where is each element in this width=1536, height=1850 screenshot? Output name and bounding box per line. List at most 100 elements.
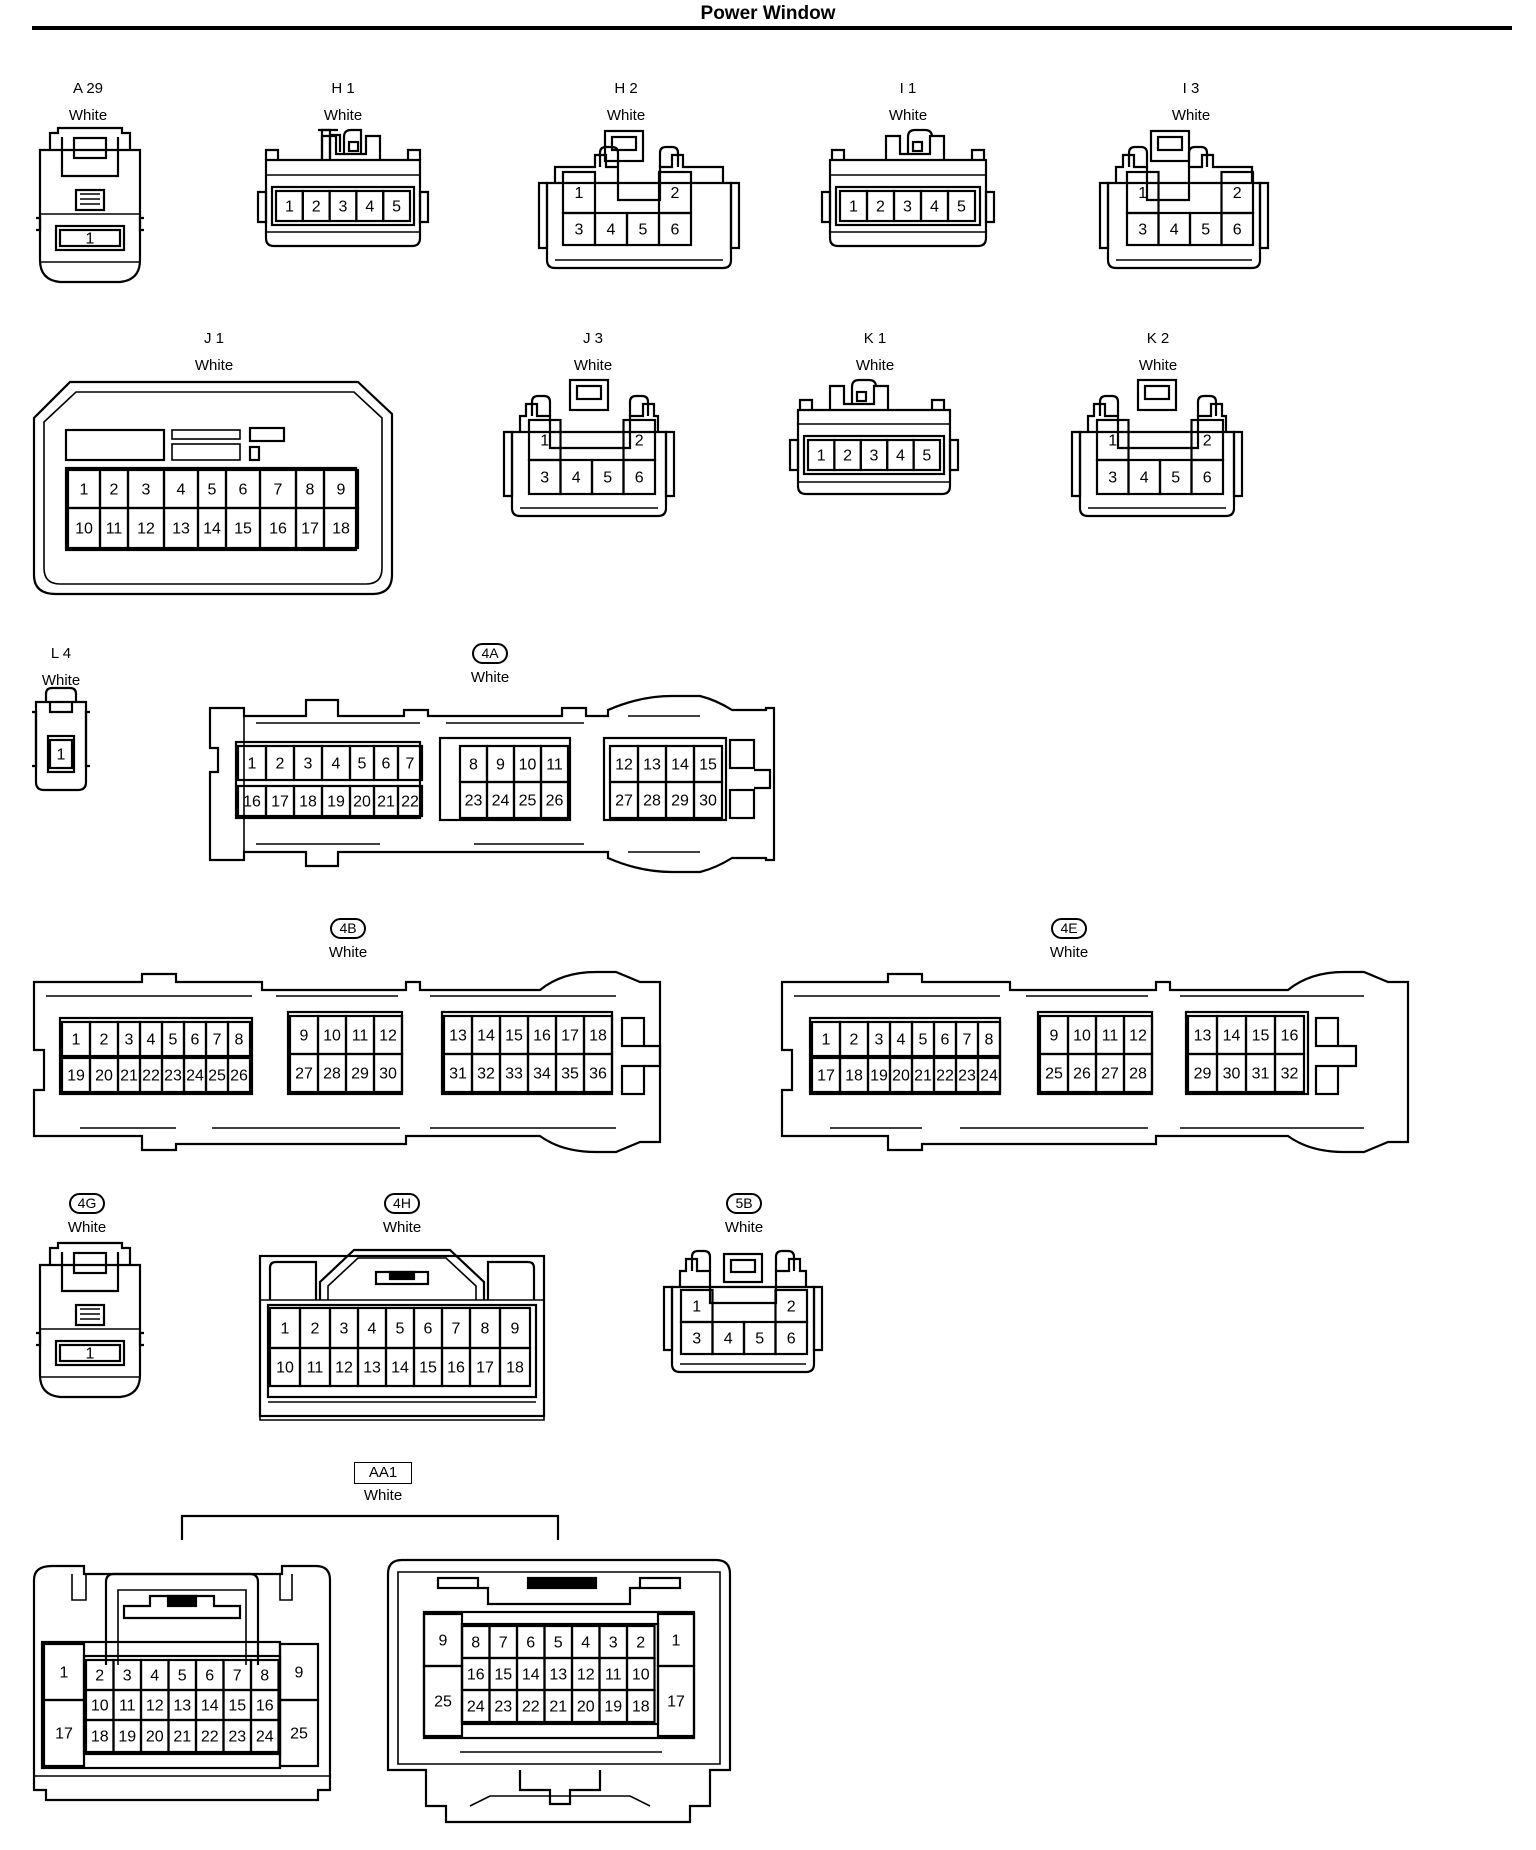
pin-number: 19 (118, 1729, 136, 1746)
pin-cell (976, 1020, 1002, 1058)
pin-number: 3 (870, 448, 879, 465)
pin-number: 1 (1138, 185, 1147, 202)
connector-label-4b: 4B White (308, 918, 388, 962)
connector-color: White (328, 944, 368, 961)
connector-color: White (724, 1219, 764, 1236)
pin-number: 2 (1203, 433, 1212, 450)
pin-number: 31 (1252, 1066, 1270, 1083)
pin-number: 8 (235, 1032, 244, 1049)
connector-code: AA1 (353, 1462, 413, 1484)
connector-aa1 (32, 1514, 732, 1824)
pin-number: 24 (186, 1068, 204, 1085)
pin-number: 32 (1281, 1066, 1299, 1083)
pin-number: 21 (120, 1068, 138, 1085)
pin-number: 20 (95, 1068, 113, 1085)
pin-number: 17 (817, 1068, 835, 1085)
pin-number: 16 (256, 1698, 274, 1715)
connector-code: A 29 (72, 80, 104, 97)
connector-code: L 4 (50, 645, 72, 662)
connector-label-h2: H 2 White (586, 80, 666, 125)
pin-number: 2 (850, 1032, 859, 1049)
pin-number: 2 (311, 1321, 320, 1338)
pin-number: 1 (849, 199, 858, 216)
pin-number: 15 (494, 1667, 512, 1684)
pin-number: 28 (1129, 1066, 1147, 1083)
pin-number: 12 (615, 757, 633, 774)
pin-number: 36 (589, 1066, 607, 1083)
pin-number: 29 (1194, 1066, 1212, 1083)
pin-cell (226, 1020, 252, 1058)
pin-number: 5 (178, 1668, 187, 1685)
pin-number: 1 (248, 756, 257, 773)
connector-code: 4B (330, 918, 366, 939)
pin-number: 6 (787, 1331, 796, 1348)
pin-number: 10 (519, 757, 537, 774)
pin-number: 17 (476, 1360, 494, 1377)
pin-cell (539, 780, 570, 820)
page-title: Power Window (700, 3, 836, 24)
pin-number: 22 (522, 1699, 540, 1716)
pin-number: 21 (377, 794, 395, 811)
pin-number: 32 (477, 1066, 495, 1083)
pin-number: 16 (1281, 1028, 1299, 1045)
connector-code: I 1 (899, 80, 917, 97)
pin-number: 9 (295, 1665, 304, 1682)
pin-number: 6 (205, 1668, 214, 1685)
connector-label-k2: K 2 White (1118, 330, 1198, 375)
pin-number: 3 (875, 1032, 884, 1049)
pin-number: 13 (549, 1667, 567, 1684)
pin-number: 6 (191, 1032, 200, 1049)
pin-number: 11 (119, 1698, 136, 1715)
pin-number: 7 (233, 1668, 242, 1685)
pin-number: 14 (1223, 1028, 1241, 1045)
pin-number: 25 (434, 1694, 452, 1711)
pin-number: 7 (499, 1635, 508, 1652)
pin-number: 11 (352, 1028, 369, 1045)
connector-k1 (788, 378, 960, 496)
pin-number: 1 (822, 1032, 831, 1049)
pin-number: 13 (173, 1698, 191, 1715)
pin-number: 15 (505, 1028, 523, 1045)
pin-number: 6 (239, 482, 248, 499)
pin-number: 4 (368, 1321, 377, 1338)
connector-i1 (820, 128, 996, 248)
pin-number: 13 (643, 757, 661, 774)
pin-number: 10 (75, 521, 93, 538)
pin-number: 25 (1045, 1066, 1063, 1083)
pin-cell (226, 1056, 252, 1094)
connector-l4 (32, 686, 90, 792)
pin-number: 6 (671, 222, 680, 239)
connector-5b (662, 1249, 824, 1374)
pin-cell (58, 228, 122, 248)
connector-label-k1: K 1 White (835, 330, 915, 375)
connector-color: White (888, 107, 928, 124)
pin-number: 22 (142, 1068, 160, 1085)
pin-number: 4 (332, 756, 341, 773)
pin-number: 28 (643, 793, 661, 810)
connector-color: White (68, 107, 108, 124)
pin-number: 10 (323, 1028, 341, 1045)
pin-number: 18 (632, 1699, 650, 1716)
pin-number: 22 (936, 1068, 954, 1085)
pin-number: 12 (137, 521, 155, 538)
pin-cell (1273, 1052, 1306, 1094)
pin-number: 21 (914, 1068, 932, 1085)
pin-number: 1 (57, 747, 66, 764)
pin-cell (656, 1664, 696, 1738)
pin-number: 30 (1223, 1066, 1241, 1083)
pin-number: 4 (1140, 470, 1149, 487)
pin-number: 19 (604, 1699, 622, 1716)
pin-number: 14 (203, 521, 221, 538)
pin-number: 8 (306, 482, 315, 499)
pin-number: 2 (636, 1635, 645, 1652)
pin-cell (1190, 458, 1225, 496)
connector-color: White (67, 1219, 107, 1236)
connector-a29 (36, 126, 144, 284)
connector-color: White (855, 357, 895, 374)
pin-number: 35 (561, 1066, 579, 1083)
pin-number: 9 (300, 1028, 309, 1045)
pin-number: 16 (243, 794, 261, 811)
pin-number: 12 (146, 1698, 164, 1715)
